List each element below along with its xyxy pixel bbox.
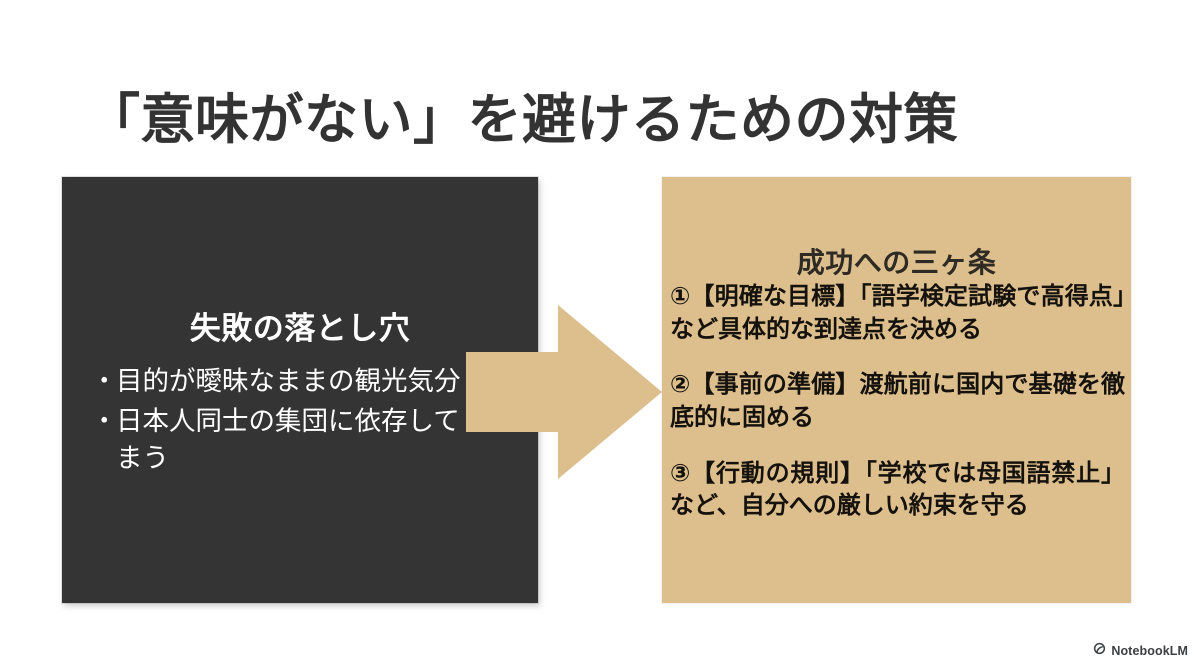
success-rule-list: ①【明確な目標】「語学検定試験で高得点」など具体的な到達点を決める ②【事前の準… bbox=[670, 281, 1125, 523]
list-item: ・ 日本人同士の集団に依存してしまう bbox=[90, 403, 510, 478]
right-arrow-icon bbox=[466, 302, 664, 482]
list-item-label: 目的が曖昧なままの観光気分 bbox=[116, 366, 461, 396]
notebooklm-logo-icon bbox=[1093, 642, 1106, 660]
list-item-label: 日本人同士の集団に依存してしまう bbox=[116, 405, 487, 474]
list-item: ・ 目的が曖昧なままの観光気分 bbox=[90, 363, 510, 401]
success-panel: 成功への三ヶ条 ①【明確な目標】「語学検定試験で高得点」など具体的な到達点を決め… bbox=[662, 177, 1131, 603]
notebooklm-watermark: NotebookLM bbox=[1093, 642, 1188, 660]
success-heading: 成功への三ヶ条 bbox=[796, 247, 997, 279]
pitfalls-heading: 失敗の落とし穴 bbox=[189, 310, 411, 346]
list-item: ③【行動の規則】「学校では母国語禁止」など、自分への厳しい約束を守る bbox=[670, 459, 1125, 520]
page-title: 「意味がない」を避けるための対策 bbox=[86, 90, 958, 151]
list-item: ①【明確な目標】「語学検定試験で高得点」など具体的な到達点を決める bbox=[670, 283, 1125, 343]
list-item: ②【事前の準備】渡航前に国内で基礎を徹底的に固める bbox=[670, 371, 1125, 431]
notebooklm-label: NotebookLM bbox=[1111, 644, 1188, 658]
bullet-marker-icon: ・ bbox=[91, 366, 118, 396]
pitfalls-panel: 失敗の落とし穴 ・ 目的が曖昧なままの観光気分 ・ 日本人同士の集団に依存してし… bbox=[62, 177, 538, 603]
pitfalls-bullet-list: ・ 目的が曖昧なままの観光気分 ・ 日本人同士の集団に依存してしまう bbox=[90, 363, 510, 480]
bullet-marker-icon: ・ bbox=[91, 405, 118, 436]
